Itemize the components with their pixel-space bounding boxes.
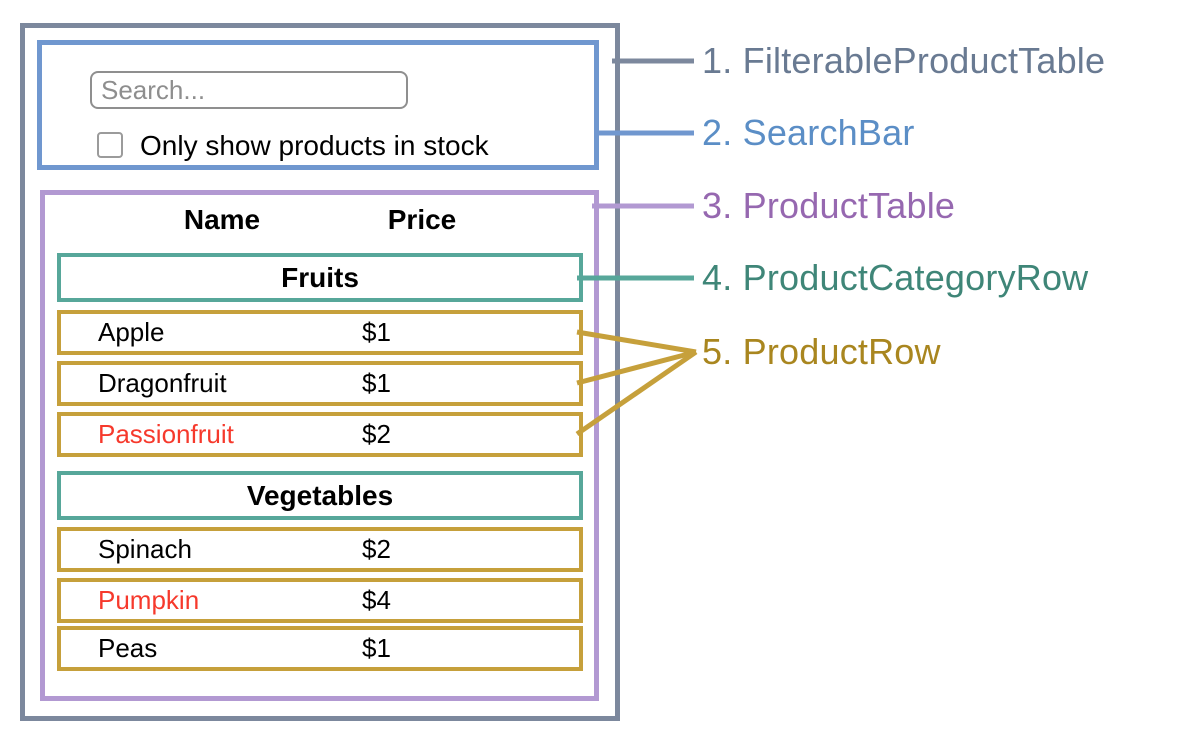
product-name: Passionfruit (98, 419, 234, 449)
product-name: Spinach (98, 534, 192, 564)
product-price: $1 (362, 317, 391, 347)
product-row-peas: Peas $1 (57, 626, 583, 671)
product-row-pumpkin: Pumpkin $4 (57, 578, 583, 623)
annotation-filterable-product-table: 1. FilterableProductTable (702, 40, 1106, 81)
product-name: Dragonfruit (98, 368, 227, 398)
product-name: Apple (98, 317, 165, 347)
product-row-dragonfruit: Dragonfruit $1 (57, 361, 583, 406)
product-price: $2 (362, 534, 391, 564)
search-input[interactable] (90, 71, 408, 109)
product-price: $2 (362, 419, 391, 449)
column-header-name: Name (183, 204, 261, 235)
annotation-product-row: 5. ProductRow (702, 331, 941, 372)
product-price: $1 (362, 633, 391, 663)
product-row-passionfruit: Passionfruit $2 (57, 412, 583, 457)
product-price: $4 (362, 585, 391, 615)
category-row-vegetables: Vegetables (57, 471, 583, 520)
annotation-product-table: 3. ProductTable (702, 185, 956, 226)
product-name: Peas (98, 633, 158, 663)
product-row-apple: Apple $1 (57, 310, 583, 355)
product-price: $1 (362, 368, 391, 398)
product-row-spinach: Spinach $2 (57, 527, 583, 572)
search-bar-box: Only show products in stock (37, 40, 599, 170)
in-stock-checkbox-label: Only show products in stock (140, 130, 489, 161)
column-header-price: Price (387, 204, 457, 235)
annotation-search-bar: 2. SearchBar (702, 112, 915, 153)
annotation-product-category-row: 4. ProductCategoryRow (702, 257, 1089, 298)
product-name: Pumpkin (98, 585, 200, 615)
in-stock-checkbox[interactable] (97, 132, 123, 158)
product-table-box: Name Price Fruits Apple $1 Dragonfruit $… (40, 190, 599, 701)
category-row-fruits: Fruits (57, 253, 583, 302)
